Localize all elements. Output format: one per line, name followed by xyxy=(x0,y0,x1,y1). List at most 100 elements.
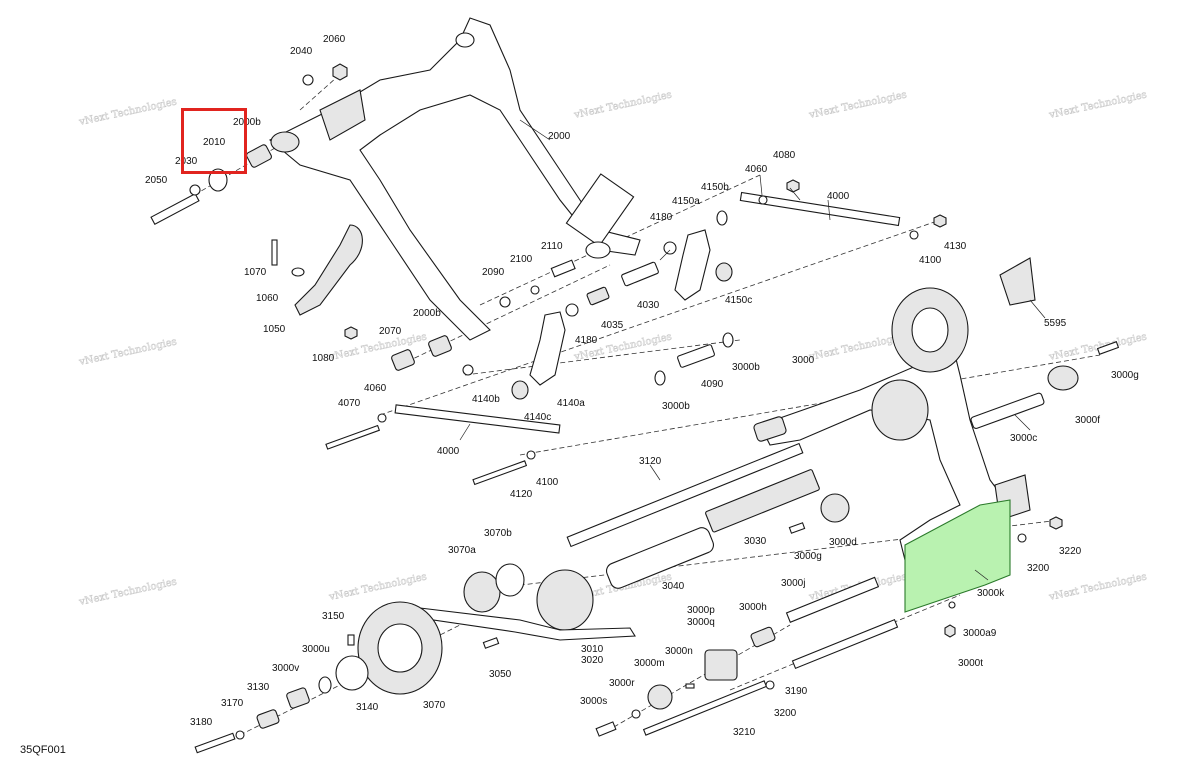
spacers-4090 xyxy=(654,332,734,386)
part-label: 2000b xyxy=(413,308,441,319)
washer-3000a9 xyxy=(948,601,956,609)
part-label: 3000h xyxy=(739,602,767,613)
part-label: 4000 xyxy=(827,191,850,202)
part-label: 4150a xyxy=(672,196,700,207)
part-label: 3000b xyxy=(662,401,690,412)
bolt-3000g xyxy=(1096,341,1120,355)
bushing-4150c xyxy=(715,262,733,282)
leader xyxy=(519,119,551,141)
screw-3150 xyxy=(347,634,355,646)
part-label: 2090 xyxy=(482,267,505,278)
rod-4000-upper xyxy=(739,191,901,227)
wheel-3070-hub xyxy=(377,623,423,673)
part-label: 4150b xyxy=(701,182,729,193)
leader xyxy=(1014,414,1031,431)
part-label: 3200 xyxy=(774,708,797,719)
bushing-2070 xyxy=(391,349,415,371)
figure-code: 35QF001 xyxy=(20,744,66,756)
bracket-3000k-highlight xyxy=(904,499,1011,613)
washer-4100-b xyxy=(526,450,536,460)
washer-4100-a xyxy=(909,230,919,240)
axis-line xyxy=(599,624,791,736)
leader xyxy=(459,423,471,441)
part-label: 2000b xyxy=(233,117,261,128)
watermark: vNext Technologies xyxy=(572,90,672,122)
washer-4180-a xyxy=(565,303,579,317)
part-label: 3000p xyxy=(687,605,715,616)
part-label: 2000 xyxy=(548,131,571,142)
leader xyxy=(1029,299,1046,319)
part-label: 4030 xyxy=(637,300,660,311)
washer-4140b xyxy=(462,364,474,376)
part-label: 3200 xyxy=(1027,563,1050,574)
bearing-3070a xyxy=(463,571,501,613)
ring-3000u xyxy=(318,676,332,694)
part-label: 4150c xyxy=(725,295,752,306)
part-label: 3000g xyxy=(1111,370,1139,381)
part-label: 2100 xyxy=(510,254,533,265)
rod-3190 xyxy=(791,618,899,670)
bolt-1070 xyxy=(271,239,278,266)
part-label: 4180 xyxy=(650,212,673,223)
part-label: 3150 xyxy=(322,611,345,622)
bolt-3000g-lower xyxy=(788,522,806,534)
upper-arm-bushing-end xyxy=(270,131,300,153)
washer-3000b-b xyxy=(722,332,734,348)
part-label: 4060 xyxy=(364,383,387,394)
part-label: 3190 xyxy=(785,686,808,697)
part-label: 3000a9 xyxy=(963,628,997,639)
spacer-4035 xyxy=(586,286,610,306)
rod-3000j xyxy=(785,576,880,623)
lower-right-hardware xyxy=(595,516,1063,737)
spring-3010 xyxy=(536,569,594,631)
washer-2100 xyxy=(530,285,540,295)
upper-arm-2000 xyxy=(269,17,641,341)
part-label: 4140a xyxy=(557,398,585,409)
block-3000f xyxy=(1047,365,1079,391)
nut-3000t xyxy=(944,624,956,638)
washer-2030 xyxy=(189,184,201,196)
bushing-2010 xyxy=(208,168,228,192)
part-label: 3000c xyxy=(1010,433,1037,444)
part-label: 4180 xyxy=(575,335,598,346)
bolt-4120 xyxy=(472,460,528,486)
rod-3120 xyxy=(566,442,804,548)
part-label: 4000 xyxy=(437,446,460,457)
part-label: 4090 xyxy=(701,379,724,390)
tube-3040 xyxy=(605,527,715,589)
washer-3200-b xyxy=(1017,533,1027,543)
part-label: 2070 xyxy=(379,326,402,337)
part-label: 3000r xyxy=(609,678,635,689)
part-label: 3040 xyxy=(662,581,685,592)
part-label: 3070 xyxy=(423,700,446,711)
part-label: 3020 xyxy=(581,655,604,666)
part-label: 3070a xyxy=(448,545,476,556)
watermark: vNext Technologies xyxy=(1047,572,1147,604)
watermark: vNext Technologies xyxy=(77,337,177,369)
bushing-2000b-mid xyxy=(428,335,452,357)
axis-line xyxy=(399,264,611,366)
hardware-left-top xyxy=(150,63,348,226)
leader xyxy=(759,174,763,196)
part-label: 3050 xyxy=(489,669,512,680)
watermark: vNext Technologies xyxy=(1047,90,1147,122)
middle-bushings xyxy=(391,241,677,371)
part-label: 3220 xyxy=(1059,546,1082,557)
watermark: vNext Technologies xyxy=(77,577,177,609)
washer-4180-b xyxy=(663,241,677,255)
part-label: 4140b xyxy=(472,394,500,405)
part-label: 3030 xyxy=(744,536,767,547)
part-label: 5595 xyxy=(1044,318,1067,329)
washer-2040 xyxy=(302,74,314,86)
washer-3000b-a xyxy=(654,370,666,386)
bolt-3180 xyxy=(194,732,236,754)
frame-tube-end xyxy=(753,416,787,442)
part-label: 4080 xyxy=(773,150,796,161)
part-label: 3210 xyxy=(733,727,756,738)
part-label: 3000m xyxy=(634,658,665,669)
part-label: 3140 xyxy=(356,702,379,713)
pin-3000n xyxy=(685,683,695,689)
washer-2090 xyxy=(499,296,511,308)
part-label: 3000u xyxy=(302,644,330,655)
